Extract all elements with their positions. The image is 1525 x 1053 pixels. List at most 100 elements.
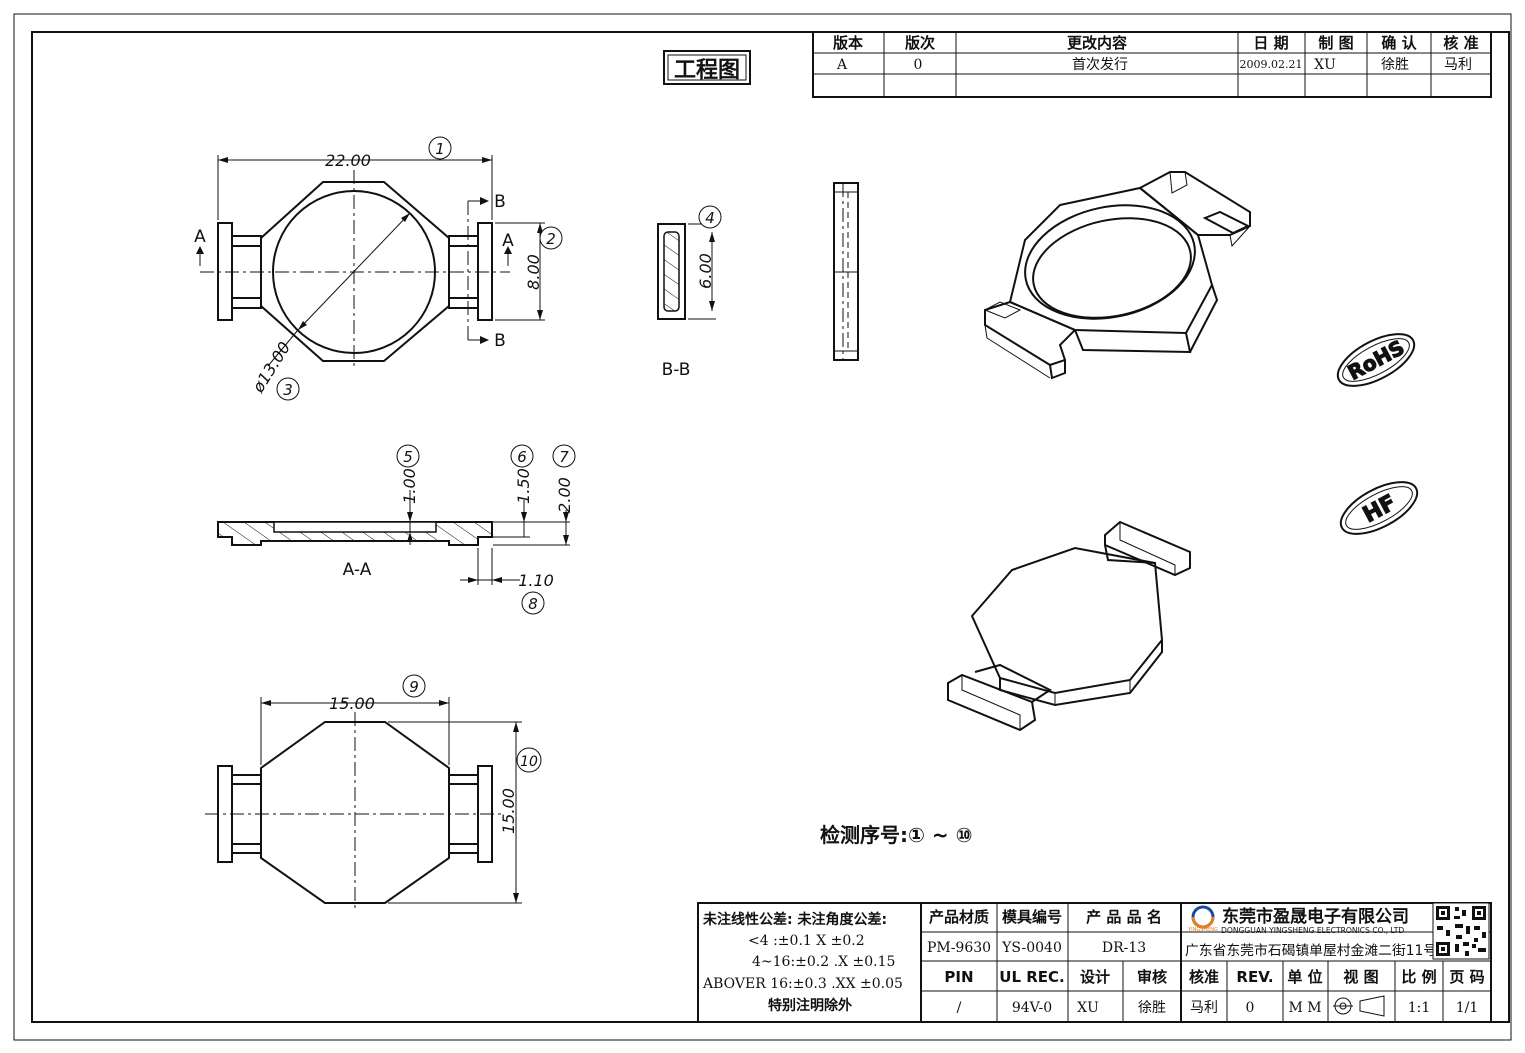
company-name-en: DONGGUAN YINGSHENG ELECTRONICS CO., LTD bbox=[1221, 926, 1404, 935]
balloon-number: 1 bbox=[435, 140, 445, 158]
tb-value: 94V-0 bbox=[1012, 1000, 1052, 1016]
tb-header: 审核 bbox=[1137, 968, 1167, 986]
section-aa-label: A-A bbox=[343, 560, 372, 580]
right-tab-arm bbox=[448, 297, 479, 309]
rev-cell: 马利 bbox=[1444, 57, 1472, 73]
balloon-number: 9 bbox=[409, 678, 419, 696]
balloon-number: 6 bbox=[517, 448, 527, 466]
balloon bbox=[396, 444, 420, 468]
hf-stamp-text: HF bbox=[1359, 490, 1400, 528]
rev-header: 制 图 bbox=[1318, 34, 1353, 52]
rev-cell: A bbox=[836, 57, 848, 73]
balloon-number: 8 bbox=[528, 595, 538, 613]
tb-value: PM-9630 bbox=[927, 940, 991, 956]
title-block: 未注线性公差: 未注角度公差: <4 :±0.1 X ±0.2 4~16:±0.… bbox=[697, 902, 1492, 1023]
title-badge: 工程图 bbox=[663, 50, 751, 85]
section-b-label: B bbox=[494, 192, 506, 212]
revision-table: 版本 版次 更改内容 日 期 制 图 确 认 核 准 A 0 首次发行 2009… bbox=[812, 31, 1492, 98]
title-badge-text: 工程图 bbox=[674, 58, 740, 83]
rohs-stamp-text: RoHS bbox=[1344, 335, 1409, 384]
tb-header: 产品材质 bbox=[929, 908, 989, 926]
balloon bbox=[516, 747, 542, 773]
bottom-octagon bbox=[260, 721, 450, 904]
tb-value: 1:1 bbox=[1408, 1000, 1431, 1016]
right-tab-arm bbox=[448, 235, 479, 247]
rev-header: 核 准 bbox=[1443, 34, 1478, 52]
qr-code-icon bbox=[1432, 902, 1490, 960]
section-b-label: B bbox=[494, 331, 506, 351]
balloon-number: 3 bbox=[283, 381, 293, 399]
dim-aa: 1.00 bbox=[400, 468, 419, 504]
hf-stamp: HF bbox=[1339, 481, 1419, 535]
dim-aa: 2.00 bbox=[555, 477, 574, 513]
tolerance-text: <4 :±0.1 X ±0.2 bbox=[748, 933, 865, 949]
tb-header: 单 位 bbox=[1287, 968, 1322, 986]
balloon-number: 7 bbox=[559, 448, 569, 466]
rev-cell: 首次发行 bbox=[1072, 57, 1128, 73]
balloon bbox=[402, 674, 426, 698]
dim-bottom-width: 15.00 bbox=[329, 694, 375, 713]
tb-header: PIN bbox=[944, 968, 973, 986]
balloon-number: 2 bbox=[546, 230, 556, 248]
tolerance-text: ABOVER 16:±0.3 .XX ±0.05 bbox=[702, 976, 903, 992]
projection-symbol-icon bbox=[1333, 995, 1385, 1017]
rev-header: 更改内容 bbox=[1067, 34, 1127, 52]
balloon bbox=[539, 226, 563, 250]
dim-bottom-height: 15.00 bbox=[499, 788, 518, 834]
rev-header: 确 认 bbox=[1381, 34, 1417, 52]
bottom-view: 15.00 15.00 9 10 bbox=[205, 674, 542, 912]
balloon-number: 4 bbox=[705, 209, 715, 227]
side-view bbox=[833, 182, 859, 361]
tb-header: 比 例 bbox=[1401, 968, 1436, 986]
tolerance-text: 未注线性公差: 未注角度公差: bbox=[703, 911, 887, 928]
tb-header: REV. bbox=[1236, 968, 1273, 986]
dim-aa: 1.50 bbox=[514, 468, 533, 504]
section-bb-view: 6.00 4 B-B bbox=[657, 205, 722, 380]
tb-value: 1/1 bbox=[1456, 1000, 1479, 1016]
tolerance-text: 特别注明除外 bbox=[768, 997, 852, 1014]
balloon bbox=[276, 377, 300, 401]
tb-header: 模具编号 bbox=[1002, 908, 1062, 926]
balloon bbox=[521, 591, 545, 615]
octagon-outline bbox=[260, 181, 450, 362]
rev-cell: 0 bbox=[914, 57, 923, 73]
dim-aa: 1.10 bbox=[518, 571, 554, 590]
rohs-stamp: RoHS bbox=[1336, 333, 1416, 387]
balloon bbox=[428, 136, 452, 160]
dim-height: 8.00 bbox=[524, 254, 543, 290]
balloon bbox=[552, 444, 576, 468]
left-tab-arm bbox=[231, 235, 262, 247]
tb-value: 徐胜 bbox=[1138, 1000, 1166, 1016]
rev-cell: XU bbox=[1314, 57, 1336, 73]
rev-header: 日 期 bbox=[1253, 34, 1288, 52]
tolerance-text: 4~16:±0.2 .X ±0.15 bbox=[752, 954, 895, 970]
outer-border bbox=[13, 13, 1512, 1041]
rev-cell: 2009.02.21 bbox=[1240, 58, 1303, 71]
section-a-label: A bbox=[194, 227, 206, 247]
left-tab-arm bbox=[231, 297, 262, 309]
dim-width: 22.00 bbox=[325, 151, 371, 170]
balloon bbox=[698, 205, 722, 229]
tb-header: 设计 bbox=[1080, 968, 1110, 986]
rev-header: 版次 bbox=[905, 34, 935, 52]
tb-header: UL REC. bbox=[999, 968, 1064, 986]
section-a-label: A bbox=[502, 231, 514, 251]
top-view: A A B B 22.00 8.00 ø13.00 1 bbox=[194, 136, 563, 401]
balloon-number: 10 bbox=[520, 754, 538, 770]
tb-header: 核准 bbox=[1189, 968, 1219, 986]
company-logo: YINGSHENG bbox=[1187, 905, 1218, 933]
tb-value: YS-0040 bbox=[1001, 940, 1062, 956]
isometric-top-view bbox=[983, 171, 1251, 380]
rev-header: 版本 bbox=[833, 34, 863, 52]
tb-header: 页 码 bbox=[1449, 968, 1484, 986]
company-address: 广东省东莞市石碣镇单屋村金滩二街11号 bbox=[1185, 942, 1437, 959]
inspection-note: 检测序号:① ~ ⑩ bbox=[820, 823, 973, 847]
isometric-bottom-view bbox=[947, 520, 1191, 732]
section-aa-view: 1.00 1.50 2.00 1.10 5 6 7 8 A-A bbox=[217, 444, 576, 615]
dim-bb: 6.00 bbox=[696, 253, 715, 289]
company-name-cn: 东莞市盈晟电子有限公司 bbox=[1222, 906, 1409, 927]
balloon-number: 5 bbox=[403, 448, 413, 466]
section-bb-label: B-B bbox=[662, 360, 691, 380]
tb-header: 视 图 bbox=[1343, 968, 1378, 986]
